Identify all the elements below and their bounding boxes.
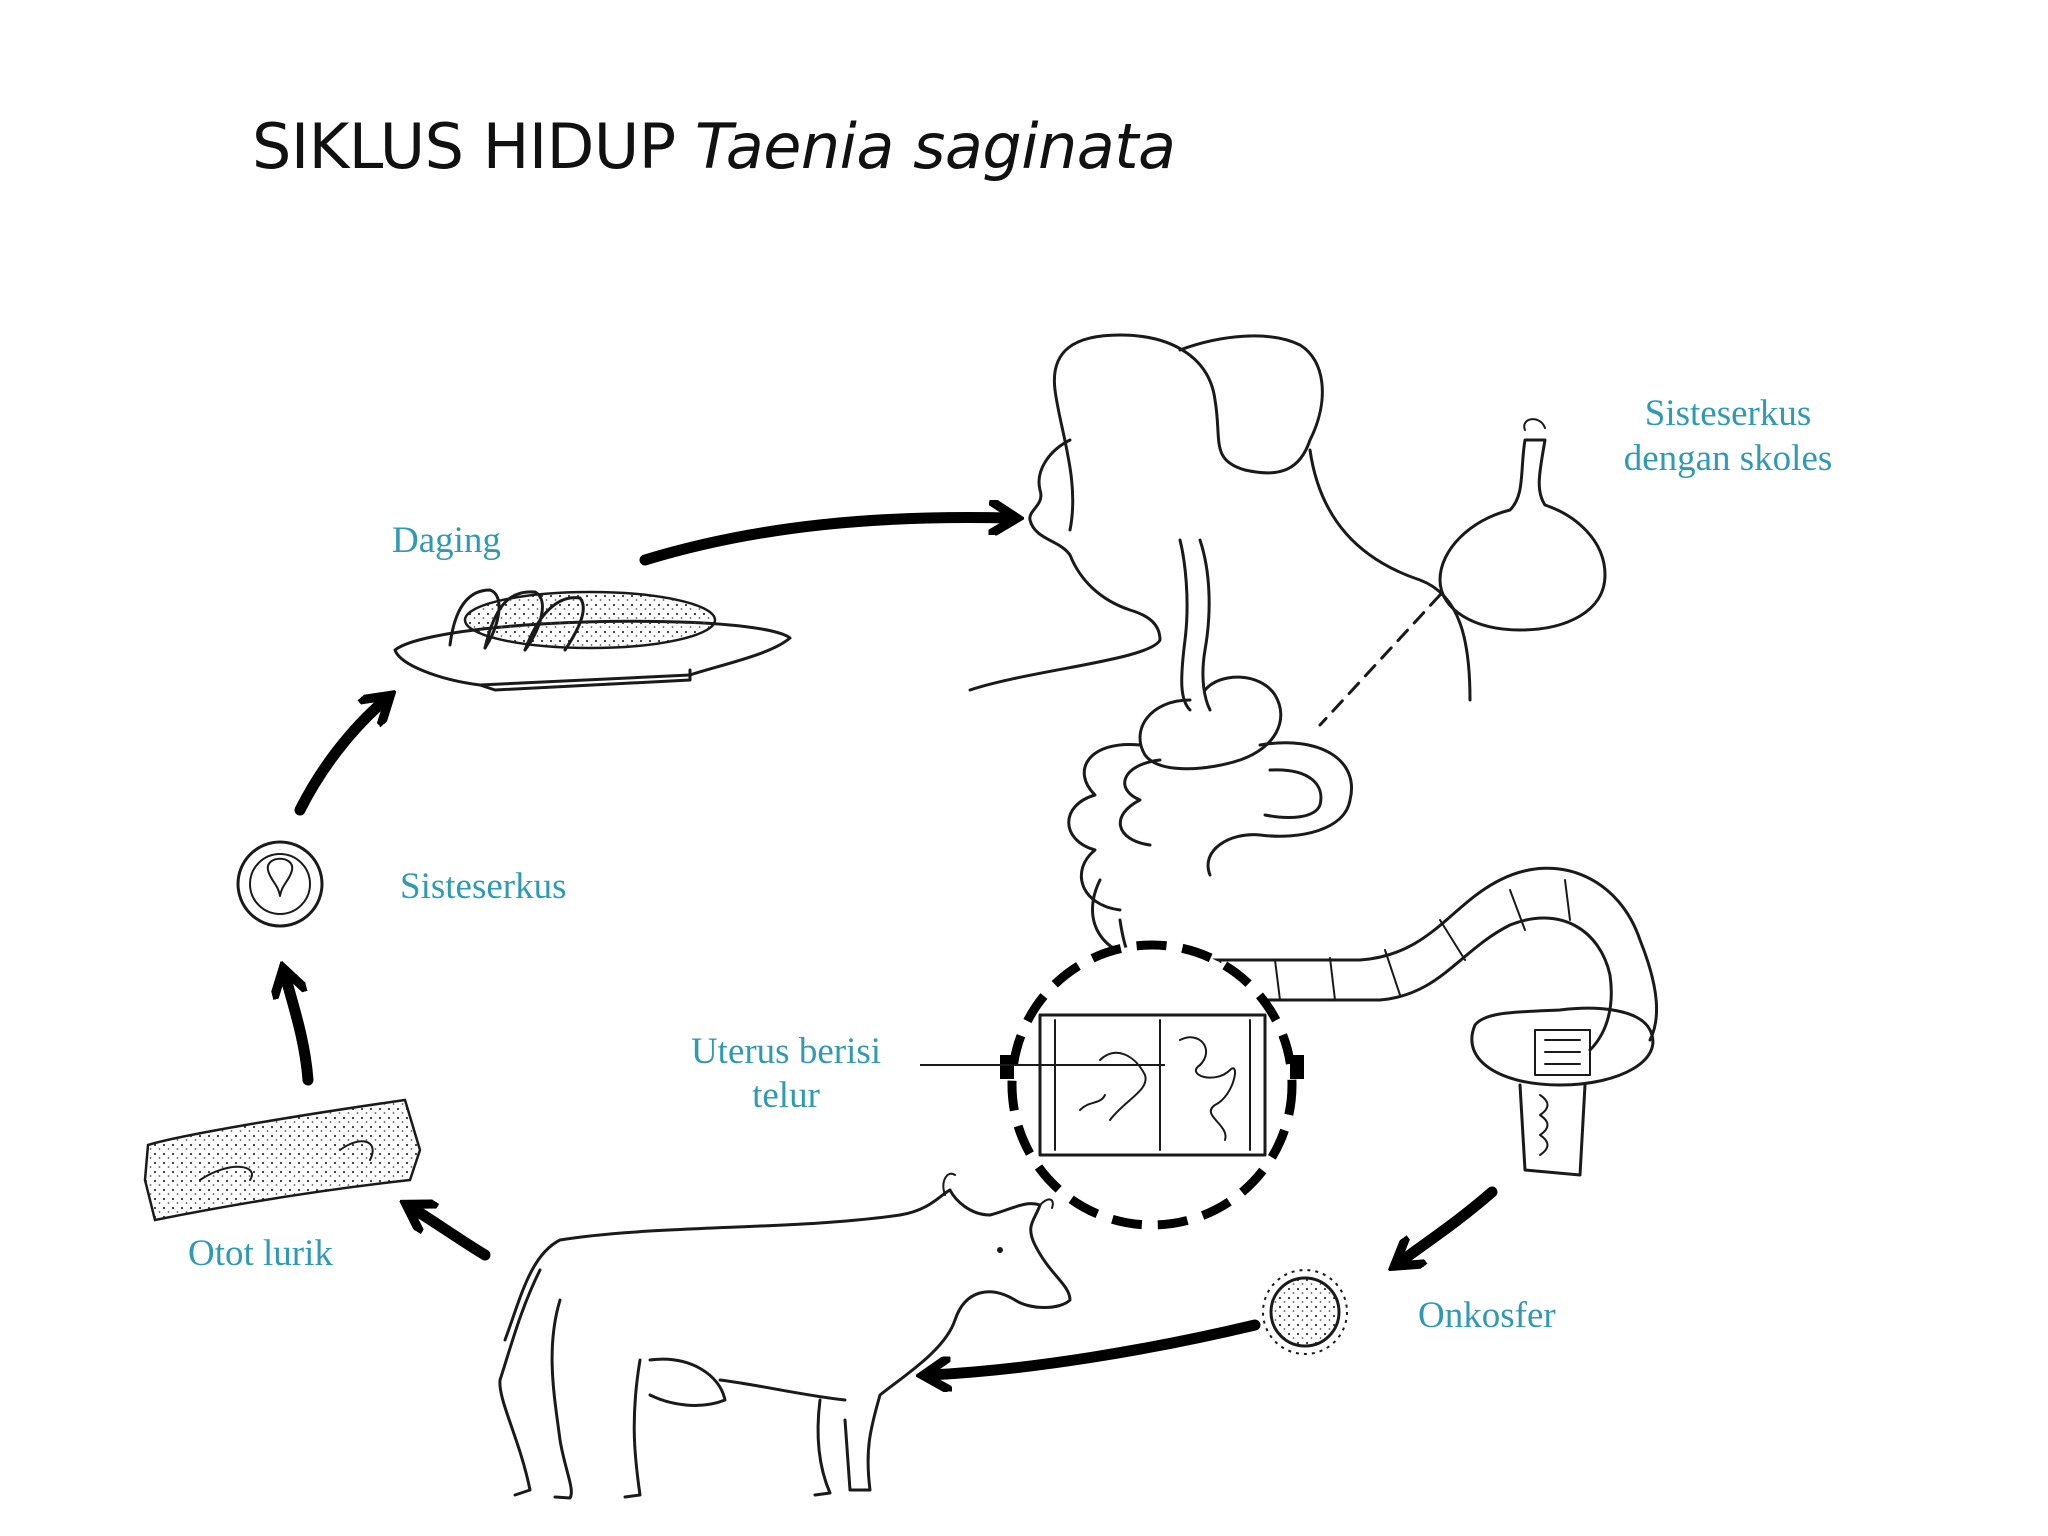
uterus-magnified-icon <box>1000 940 1304 1230</box>
dashed-connector <box>1318 593 1442 727</box>
label-sisteserkus: Sisteserkus <box>400 866 567 907</box>
cysticercus-icon <box>236 840 324 928</box>
arrow-cysticercus-to-meat <box>294 700 385 816</box>
page-title: SIKLUS HIDUP Taenia saginata <box>252 110 1176 183</box>
title-prefix: SIKLUS HIDUP <box>252 110 676 183</box>
arrow-muscle-to-cysticercus <box>285 975 314 1086</box>
title-species: Taenia saginata <box>694 110 1176 183</box>
arrow-tube-to-oncosphere <box>1400 1186 1498 1262</box>
arrow-meat-to-human <box>639 517 1010 566</box>
label-daging: Daging <box>392 520 501 561</box>
human-figure <box>968 333 1658 1177</box>
muscle-icon <box>143 1098 422 1222</box>
label-onkosfer: Onkosfer <box>1418 1295 1556 1336</box>
oncosphere-icon <box>1262 1269 1348 1355</box>
label-uterus-1: Uterus berisi <box>691 1031 881 1072</box>
label-uterus-2: telur <box>752 1075 820 1116</box>
arrow-oncosphere-to-cow <box>930 1319 1261 1375</box>
label-otot-lurik: Otot lurik <box>188 1233 333 1274</box>
arrow-cow-to-muscle <box>412 1208 491 1261</box>
meat-plate-icon <box>393 588 792 692</box>
label-sisteserkus-skoles-2: dengan skoles <box>1624 438 1833 479</box>
cysticercus-scolex-icon <box>1438 418 1607 632</box>
label-sisteserkus-skoles-1: Sisteserkus <box>1645 393 1812 434</box>
cow-icon <box>498 1172 1072 1500</box>
